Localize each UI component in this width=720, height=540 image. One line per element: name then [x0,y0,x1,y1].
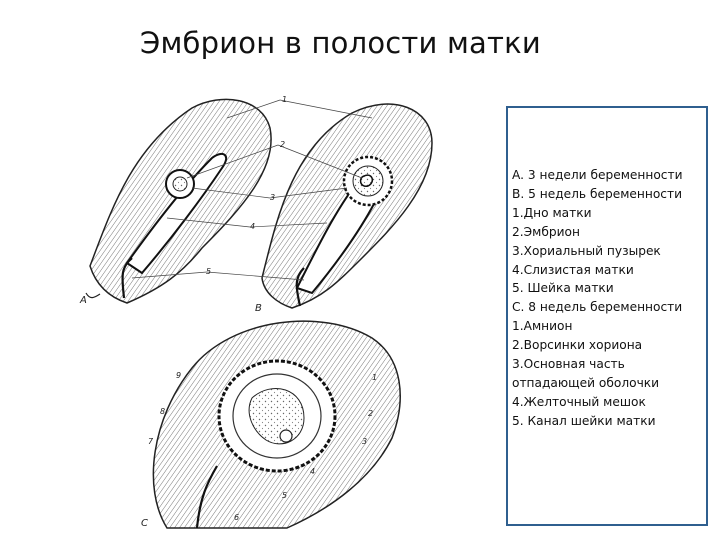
fig-label-c-8: 8 [160,407,165,416]
legend-item: 4.Желточный мешок [512,394,646,409]
uterus-b-drawing [261,103,433,309]
legend-item: 3.Хориальный пузырек [512,243,661,258]
fig-label-ab-5: 5 [206,267,211,276]
uterus-c-drawing [152,320,401,529]
legend-item: 4.Слизистая матки [512,262,634,277]
legend-item: 3.Основная часть [512,357,625,372]
fig-label-ab-3: 3 [270,193,275,202]
fig-label-c-5: 5 [282,491,287,500]
legend-box: A. 3 недели беременности B. 5 недель бер… [506,106,708,526]
legend-list: A. 3 недели беременности B. 5 недель бер… [512,166,706,431]
fig-label-ab-2: 2 [280,140,285,149]
fig-label-c-6: 6 [234,513,239,522]
legend-item: 5. Шейка матки [512,281,614,296]
panel-letter-a: A [79,295,87,306]
fig-label-ab-4: 4 [250,222,255,231]
panel-letter-c: C [141,518,148,529]
legend-item: B. 5 недель беременности [512,186,683,201]
fig-label-c-1: 1 [372,373,377,382]
fig-label-c-4: 4 [310,467,315,476]
page-title: Эмбрион в полости матки [140,26,541,60]
legend-item: 5. Канал шейки матки [512,413,656,428]
legend-item: 2.Эмбрион [512,224,580,239]
fig-label-c-2: 2 [368,409,373,418]
uterus-a-drawing [85,98,272,304]
legend-item: 1.Амнион [512,319,573,334]
legend-item: C. 8 недель беременности [512,300,683,315]
fig-label-c-7: 7 [148,437,154,446]
fig-label-c-9: 9 [176,371,181,380]
fig-label-c-3: 3 [362,437,367,446]
legend-item: отпадающей оболочки [512,375,660,390]
legend-item: 2.Ворсинки хориона [512,338,643,353]
legend-item: A. 3 недели беременности [512,168,683,182]
panel-letter-b: B [255,303,262,314]
legend-item: 1.Дно матки [512,205,592,220]
uterus-embryo-illustration: A B C 1 2 3 4 5 9 8 7 1 2 3 4 5 6 [72,88,492,536]
fig-label-ab-1: 1 [282,95,287,104]
